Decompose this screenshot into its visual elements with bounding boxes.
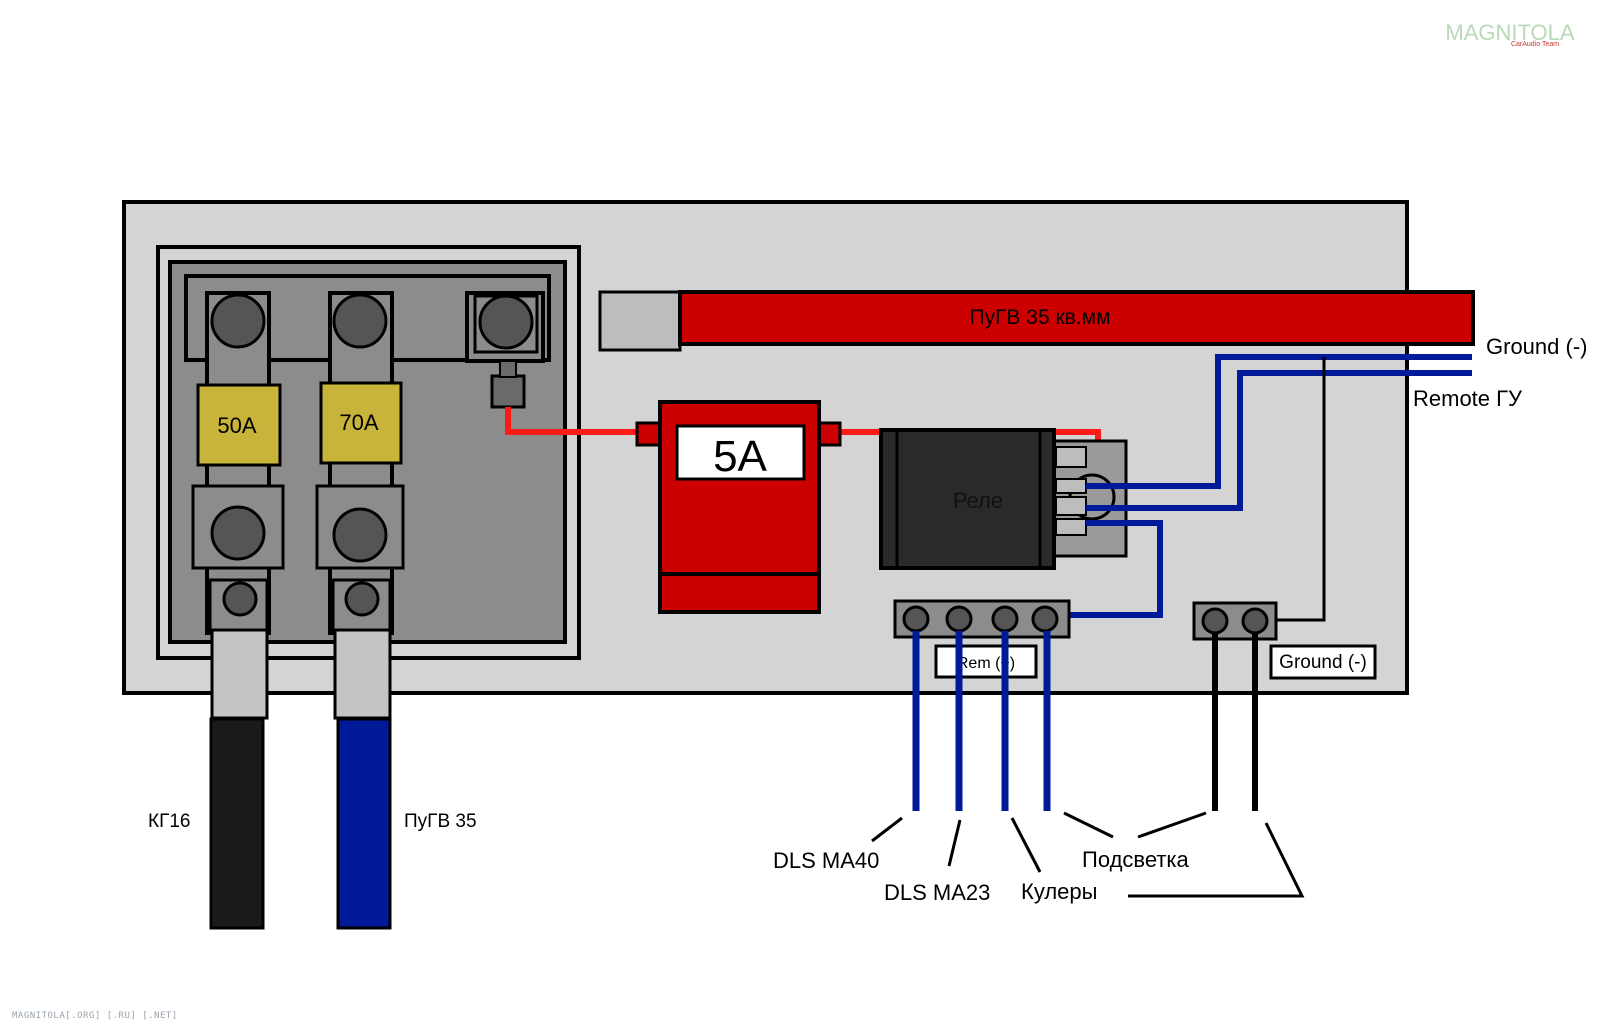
terminal-bolt [945,605,973,633]
terminal-bolt [344,581,380,617]
cable-ferrule [210,628,269,720]
terminal-bolt [478,294,534,350]
ground-input-wire [1086,354,1472,489]
cable-1-label: КГ16 [148,811,191,832]
output-label-dls-ma40: DLS MA40 [773,848,879,873]
cable-ferrule [333,628,392,720]
inline-fuse-5a [635,400,842,614]
ground-feed-wire [1275,357,1326,622]
remote-input-wire [1086,370,1472,511]
output-label-dls-ma23: DLS MA23 [884,880,990,905]
input-cable-pugv35 [336,717,392,930]
fuse-holder-1 [191,291,285,720]
fused-supply-wire [505,407,640,435]
relay-output-wire [1068,520,1163,618]
terminal-bolt [210,293,266,349]
leader-lines [871,811,1305,898]
fuse-50a [196,383,282,467]
rem-block-label: Rem (+) [957,655,1015,672]
relay-pin [1055,478,1087,494]
fuse-2-label: 70A [339,410,378,435]
terminal-bolt [210,505,266,561]
cable-2-label: ПуГВ 35 [404,811,477,832]
relay-pin [1055,518,1087,536]
ground-distribution-block [1192,601,1377,680]
relay-pin [1055,446,1087,468]
terminal-bolt [332,293,388,349]
main-cable-label: ПуГВ 35 кв.мм [969,306,1110,329]
fuse-70a [319,381,403,465]
logo-subtext: CarAudio Team [1511,41,1559,48]
busbar-terminal [465,291,545,409]
main-power-cable [678,290,1475,346]
footer-watermark: MAGNITOLA[.ORG] [.RU] [.NET] [12,1011,178,1021]
relay-pin [1055,496,1087,516]
magnitola-logo: MAGNITOLA CarAudio Team [1445,20,1575,48]
remote-input-label: Remote ГУ [1413,386,1523,411]
terminal-bolt [1241,607,1269,635]
relay-label: Реле [953,488,1003,513]
terminal-bolt [1031,605,1059,633]
fuse-1-label: 50A [217,413,256,438]
output-label-backlight: Подсветка [1082,847,1190,872]
ground-input-label: Ground (-) [1486,334,1587,359]
terminal-bolt [902,605,930,633]
terminal-bolt [222,581,258,617]
rem-distribution-block [893,599,1071,679]
terminal-bolt [1201,607,1229,635]
output-label-coolers: Кулеры [1021,879,1097,904]
ground-block-label: Ground (-) [1279,652,1367,673]
inline-fuse-label: 5A [713,432,767,481]
main-cable-sleeve [598,290,682,352]
terminal-bolt [991,605,1019,633]
input-cable-kg16 [209,717,265,930]
relay [879,428,1128,570]
terminal-bolt [332,507,388,563]
fuse-holder-2 [315,291,405,720]
logo-text: MAGNITOLA [1445,20,1575,45]
